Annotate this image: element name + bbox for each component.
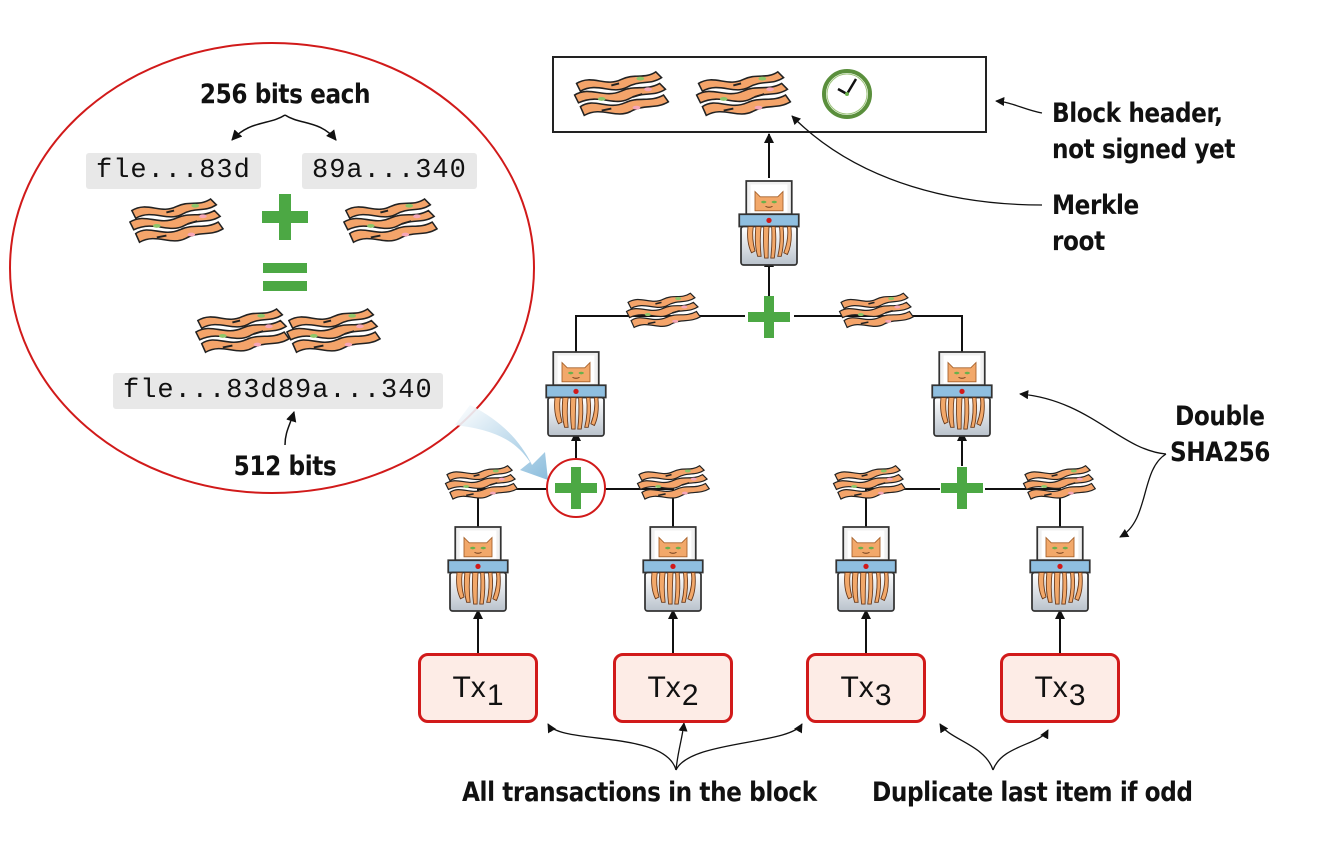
- tx-index: 1: [486, 679, 504, 712]
- tx2-hash-bacon-icon: [636, 464, 710, 500]
- clock-icon: [822, 69, 872, 119]
- block-header-arrow: [995, 96, 1043, 114]
- left-level2-shredder-icon: [545, 351, 607, 437]
- tx-label: Tx: [647, 671, 681, 704]
- plus-icon: [262, 194, 308, 240]
- bits-each-arrow-right: [284, 114, 337, 141]
- root-shredder-icon: [738, 180, 800, 266]
- level2-right-connector: [794, 315, 963, 352]
- block-header-label-line2: not signed yet: [1052, 134, 1236, 165]
- equals-icon: [263, 263, 307, 291]
- sha256-arrow-lower: [1119, 453, 1167, 538]
- double-sha256-label-line1: Double: [1175, 401, 1265, 432]
- tx3-connector: [865, 488, 940, 528]
- duplicate-arrow-tx3: [939, 723, 994, 771]
- level2-right-bacon-icon: [838, 292, 914, 329]
- tx-label: Tx: [452, 671, 486, 704]
- double-sha256-label-line2: SHA256: [1170, 437, 1271, 468]
- merkle-root-arrow: [791, 115, 1043, 206]
- duplicate-last-label: Duplicate last item if odd: [872, 777, 1193, 808]
- sha256-arrow-upper: [1019, 390, 1167, 455]
- tx3-hash-bacon-icon: [832, 464, 906, 500]
- tx2-connector: [604, 488, 674, 528]
- tx3-shredder-icon: [835, 526, 897, 612]
- tx1-hash-bacon-icon: [444, 464, 518, 500]
- all-tx-arrow-tx1: [547, 723, 677, 771]
- bits-each-arrow-left: [231, 114, 286, 141]
- block-header-label-line1: Block header,: [1052, 98, 1223, 129]
- 512-bits-arrow: [284, 410, 297, 446]
- merkle-root-label-line2: root: [1052, 226, 1105, 257]
- combined-hash-value: fle...83d89a...340: [113, 373, 443, 409]
- tx3-dup-connector: [985, 488, 1061, 528]
- tx-label: Tx: [1034, 671, 1068, 704]
- tx1-connector: [477, 488, 548, 528]
- tx-index: 3: [1068, 679, 1086, 712]
- left-plus-icon: [555, 467, 597, 509]
- all-tx-arrow-tx3: [675, 723, 803, 771]
- duplicate-arrow-tx3-dup: [992, 729, 1049, 771]
- callout-pointer-arrow: [455, 405, 548, 480]
- tx1-shredder-icon: [447, 526, 509, 612]
- tx-index: 2: [681, 679, 699, 712]
- right-hash-value: 89a...340: [302, 153, 477, 189]
- tx-index: 3: [874, 679, 892, 712]
- all-tx-arrow-tx2: [675, 722, 688, 771]
- tx3-dup-hash-bacon-icon: [1022, 464, 1096, 500]
- bits-each-label: 256 bits each: [199, 79, 371, 110]
- all-transactions-label: All transactions in the block: [462, 777, 817, 808]
- right-plus-icon: [941, 467, 983, 509]
- 512-bits-label: 512 bits: [233, 451, 337, 482]
- tx3-dup-shredder-icon: [1029, 526, 1091, 612]
- merkle-root-label-line1: Merkle: [1052, 190, 1139, 221]
- top-plus-icon: [748, 296, 790, 338]
- left-hash-value: fle...83d: [86, 153, 261, 189]
- tx-label: Tx: [840, 671, 874, 704]
- right-level2-shredder-icon: [931, 351, 993, 437]
- level2-left-bacon-icon: [625, 292, 701, 329]
- tx2-shredder-icon: [642, 526, 704, 612]
